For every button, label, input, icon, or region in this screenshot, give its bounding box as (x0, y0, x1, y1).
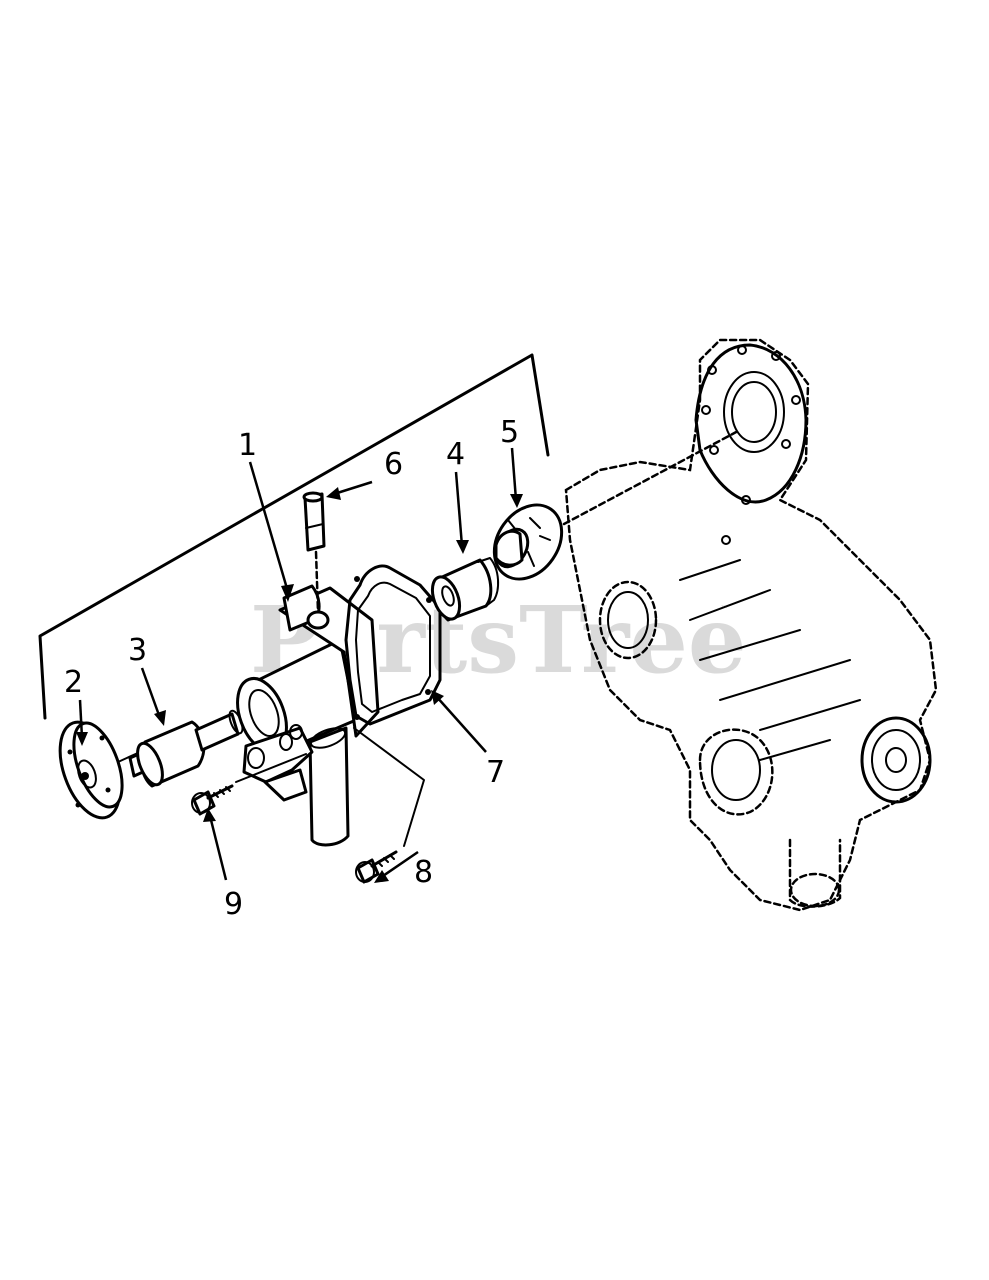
part-gasket (344, 564, 442, 726)
callout-arrows (76, 447, 523, 883)
part-bolt-9 (191, 784, 234, 816)
callout-7: 7 (486, 755, 505, 790)
watermark-trademark: ™ (720, 605, 729, 615)
callout-6: 6 (384, 447, 403, 482)
callout-3: 3 (128, 633, 147, 668)
part-fitting (302, 491, 326, 614)
part-seal (430, 557, 500, 622)
assembly-bracket (38, 353, 550, 720)
callout-8: 8 (414, 855, 433, 890)
engine-timing-cover (562, 338, 938, 912)
part-impeller (492, 503, 564, 581)
part-bolt-8 (355, 850, 398, 884)
callout-1: 1 (238, 428, 257, 463)
part-pulley-flange (58, 720, 141, 820)
callout-5: 5 (500, 415, 519, 450)
callout-9: 9 (224, 887, 243, 922)
callout-2: 2 (64, 665, 83, 700)
callout-4: 4 (446, 437, 465, 472)
